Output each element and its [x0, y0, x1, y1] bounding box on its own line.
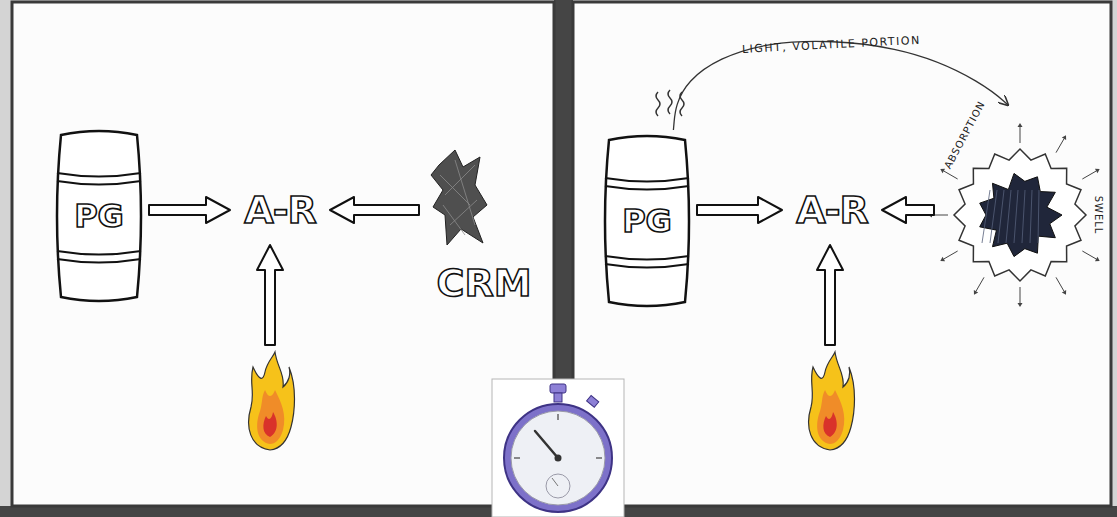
- block-arrow: [330, 197, 419, 223]
- pg-barrel: PG: [603, 130, 691, 312]
- pg-barrel: PG: [55, 125, 143, 307]
- barrel-band: [57, 173, 141, 177]
- swell-arrow: [1056, 139, 1064, 153]
- barrel-band: [57, 181, 141, 185]
- swell-arrow: [944, 251, 958, 259]
- swell-arrow-head: [940, 257, 945, 261]
- swelling-crm: ABSORPTIONSWELL: [940, 105, 1110, 310]
- swell-arrow: [976, 277, 984, 291]
- barrel-band: [57, 259, 141, 263]
- curved-arrow: [673, 41, 1008, 130]
- swell-arrow: [1082, 171, 1096, 179]
- stopwatch-hand: [535, 431, 558, 458]
- stopwatch-pivot: [555, 455, 562, 462]
- stopwatch-face: [511, 411, 605, 505]
- node-text: CRM: [437, 264, 532, 302]
- swell-outline: [954, 149, 1086, 281]
- barrel-outline: [605, 136, 689, 306]
- crm-hatch: [1014, 190, 1018, 243]
- swell-arrow-head: [974, 290, 978, 295]
- stopwatch-stem: [554, 393, 562, 402]
- steam-line: [668, 90, 672, 114]
- node-text: PG: [74, 200, 124, 232]
- crm-hatch: [443, 205, 465, 235]
- swell-arrow: [1020, 127, 1021, 143]
- reaction-label: A-R: [236, 180, 324, 240]
- stopwatch-subdial: [546, 474, 570, 498]
- tick: [596, 457, 602, 459]
- swell-arrow-head: [928, 213, 932, 218]
- swell-arrow-head: [1062, 290, 1066, 295]
- tick: [514, 457, 520, 459]
- crm-patch: [431, 150, 487, 245]
- block-arrow: [149, 197, 230, 223]
- crm-hatch: [1030, 190, 1032, 243]
- block-arrow: [882, 197, 934, 223]
- barrel-band: [605, 186, 689, 190]
- crm-patch: [980, 173, 1062, 256]
- barrel-band: [605, 256, 689, 260]
- node-text: A-R: [244, 191, 315, 229]
- crm-hatch: [450, 200, 477, 225]
- node-text: SWELL: [1093, 196, 1103, 235]
- flame-outer: [809, 352, 855, 450]
- steam-line: [656, 92, 660, 116]
- crm-hatch: [990, 190, 997, 243]
- crm-hatch: [1038, 190, 1039, 243]
- left-panel: [12, 2, 554, 506]
- swell-arrow-head: [1062, 135, 1066, 140]
- stopwatch-button: [587, 395, 599, 407]
- heat-arrow: [817, 245, 843, 345]
- flame-middle: [817, 390, 844, 444]
- swell-arrow-head: [940, 169, 945, 173]
- swell-arrow: [932, 215, 948, 216]
- subdial-hand: [552, 478, 558, 486]
- steam-lines: [656, 90, 684, 116]
- barrel-band: [605, 178, 689, 182]
- flame-icon: [809, 352, 855, 450]
- swell-arrow: [944, 171, 958, 179]
- flame-inner: [823, 412, 836, 437]
- stopwatch-icon: [492, 379, 624, 517]
- flame-inner: [263, 412, 276, 437]
- stopwatch-crown: [550, 384, 566, 393]
- node-text: ABSORPTION: [943, 99, 987, 170]
- crm-hatch: [998, 190, 1004, 243]
- flame-outer: [249, 352, 295, 450]
- crm-hatch: [982, 190, 990, 243]
- swell-arrow: [1082, 251, 1096, 259]
- reaction-label: A-R: [788, 180, 876, 240]
- crm-hatch: [440, 175, 470, 205]
- swell-arrow: [1056, 277, 1064, 291]
- flame-middle: [257, 390, 284, 444]
- swell-arrow-head: [1018, 123, 1023, 127]
- stopwatch-ticks: [514, 414, 602, 458]
- heat-arrow: [257, 245, 283, 345]
- crm-hatch: [1022, 190, 1025, 243]
- crm-hatch: [455, 160, 475, 225]
- stopwatch-case: [504, 404, 612, 512]
- barrel-outline: [57, 131, 141, 301]
- swell-arrow-head: [1095, 257, 1100, 261]
- swell-arrow-head: [1018, 303, 1023, 307]
- stopwatch-frame: [492, 379, 624, 517]
- swell-arrow-head: [1095, 169, 1100, 173]
- tick: [557, 414, 559, 420]
- block-arrow: [697, 197, 782, 223]
- crm-hatch: [445, 165, 475, 195]
- node-text: A-R: [796, 191, 867, 229]
- steam-line: [680, 92, 684, 116]
- flame-icon: [249, 352, 295, 450]
- barrel-band: [605, 264, 689, 268]
- swell-arrow: [1020, 287, 1021, 303]
- right-panel: [573, 2, 1111, 506]
- crm-material: CRM: [425, 145, 543, 305]
- node-text: PG: [622, 205, 672, 237]
- barrel-band: [57, 251, 141, 255]
- crm-hatch: [1006, 190, 1011, 243]
